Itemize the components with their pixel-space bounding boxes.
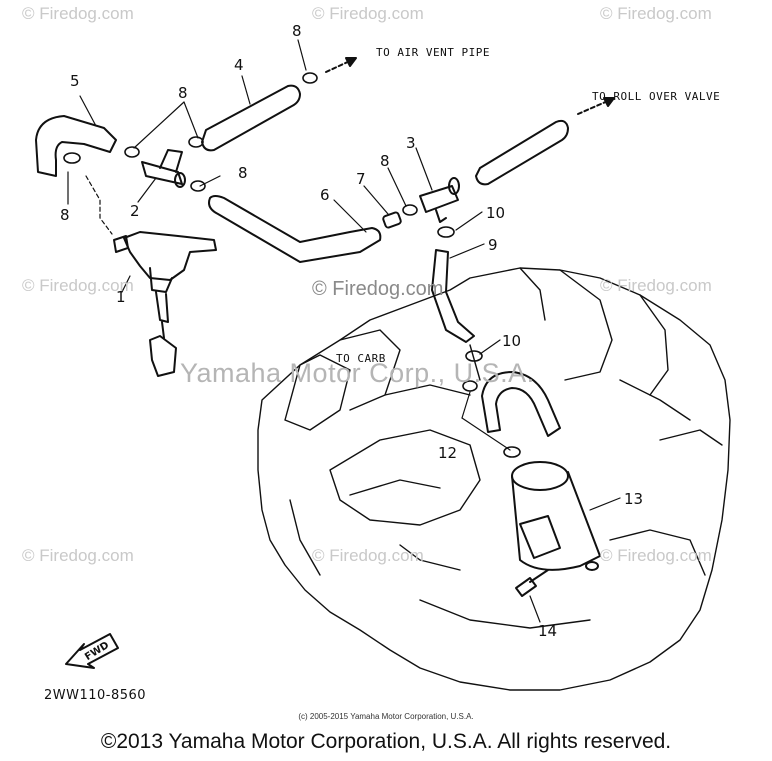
clamp-10-top xyxy=(437,226,455,238)
valve-1 xyxy=(113,231,217,377)
callout-5: 5 xyxy=(70,72,80,90)
clamp-10-bottom xyxy=(462,350,521,458)
engine-outline xyxy=(257,267,731,691)
callout-2: 2 xyxy=(130,202,140,220)
t-joint-2 xyxy=(141,149,186,188)
label-to-air-vent-pipe: TO AIR VENT PIPE xyxy=(376,46,490,59)
fitting-3 xyxy=(419,177,460,223)
watermark-tile: © Firedog.com xyxy=(22,4,134,23)
bolt-14 xyxy=(515,569,549,597)
watermark-center: © Firedog.com xyxy=(312,278,444,300)
clamp-8-top xyxy=(302,72,318,84)
hose-rollover xyxy=(475,119,569,186)
watermark-tile: © Firedog.com xyxy=(22,276,134,295)
watermark-tile: © Firedog.com xyxy=(312,4,424,23)
label-to-roll-over-valve: TO ROLL OVER VALVE xyxy=(592,90,721,103)
clamp-8-right xyxy=(402,204,418,216)
watermark-tile: © Firedog.com xyxy=(600,276,712,295)
callout-14: 14 xyxy=(538,622,558,640)
joint-7 xyxy=(382,211,402,229)
callout-4: 4 xyxy=(234,56,244,74)
callout-8: 8 xyxy=(292,22,302,40)
hose-12 xyxy=(481,371,561,437)
callout-1: 1 xyxy=(116,288,126,306)
hose-4 xyxy=(201,84,301,152)
fwd-arrow-icon xyxy=(65,633,119,669)
label-to-carb: TO CARB xyxy=(336,352,386,365)
callout-7: 7 xyxy=(356,170,366,188)
watermark-company: Yamaha Motor Corp., U.S.A. xyxy=(180,358,535,388)
watermark-tile: © Firedog.com xyxy=(600,4,712,23)
callout-3: 3 xyxy=(406,134,416,152)
watermark-tile: © Firedog.com xyxy=(600,546,712,565)
watermark-tile: © Firedog.com xyxy=(312,546,424,565)
callout-8: 8 xyxy=(60,206,70,224)
diagram-part-code: 2WW110-8560 xyxy=(44,688,147,703)
leader-lines xyxy=(67,39,621,623)
hose-9 xyxy=(431,249,475,343)
hose-5 xyxy=(35,115,117,177)
callout-8: 8 xyxy=(178,84,188,102)
watermark-tile: © Firedog.com xyxy=(22,546,134,565)
callout-9: 9 xyxy=(488,236,498,254)
callout-10: 10 xyxy=(502,332,522,350)
callout-8: 8 xyxy=(238,164,248,182)
small-copyright: (c) 2005-2015 Yamaha Motor Corporation, … xyxy=(298,712,474,721)
callout-12: 12 xyxy=(438,444,458,462)
callout-6: 6 xyxy=(320,186,330,204)
callout-10: 10 xyxy=(486,204,506,222)
canister-13 xyxy=(511,461,601,571)
clamp-8-left xyxy=(63,146,140,164)
copyright-notice: ©2013 Yamaha Motor Corporation, U.S.A. A… xyxy=(100,730,672,753)
callout-8: 8 xyxy=(380,152,390,170)
callout-13: 13 xyxy=(624,490,644,508)
arrow-roll-over xyxy=(577,99,611,115)
hose-6 xyxy=(208,195,382,263)
